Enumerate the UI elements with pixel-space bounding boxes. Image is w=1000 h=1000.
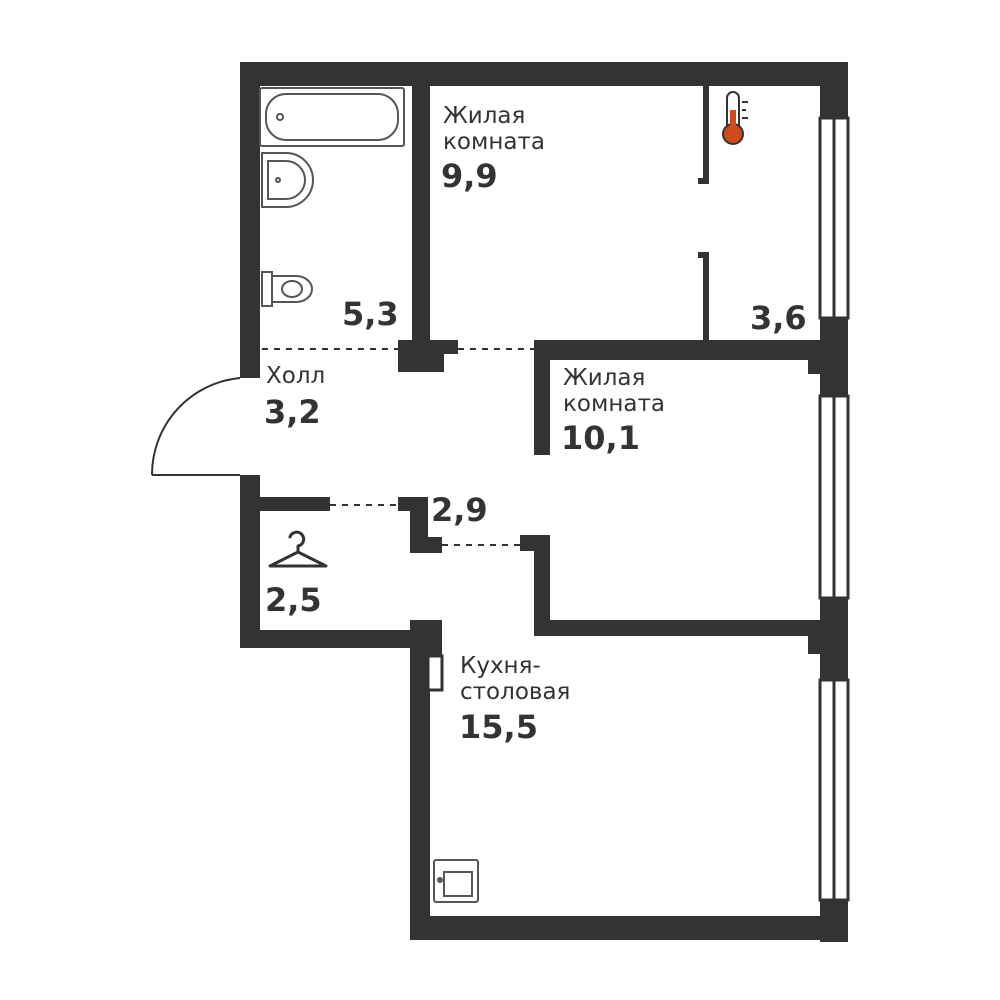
- windows: [818, 116, 850, 902]
- living-room-2-name-line2: комната: [563, 391, 665, 417]
- living-room-2-area: 10,1: [561, 419, 640, 457]
- closet-room-area: 3,6: [750, 299, 807, 337]
- living-room-1-name-line2: комната: [443, 129, 545, 155]
- hanger-icon: [268, 530, 328, 568]
- bathtub-icon: [259, 87, 405, 147]
- open-passages: [262, 348, 534, 546]
- corridor-area: 2,9: [431, 491, 488, 529]
- kitchen-area: 15,5: [459, 708, 538, 746]
- living-room-2-name-line1: Жилая: [563, 365, 646, 391]
- hall-name: Холл: [266, 363, 326, 389]
- bathroom-area: 5,3: [342, 295, 399, 333]
- kitchen-name-line1: Кухня-: [460, 653, 541, 679]
- kitchen-name-line2: столовая: [460, 679, 571, 705]
- hall-area: 3,2: [264, 393, 321, 431]
- walls: [240, 62, 848, 942]
- living-room-1-area: 9,9: [441, 157, 498, 195]
- stove-icon: [433, 859, 479, 903]
- wardrobe-area: 2,5: [265, 581, 322, 619]
- entrance-door: [150, 377, 241, 476]
- living-room-1-name-line1: Жилая: [443, 103, 526, 129]
- thermometer-icon: [722, 91, 748, 145]
- sink-icon: [261, 152, 314, 208]
- toilet-icon: [261, 271, 313, 307]
